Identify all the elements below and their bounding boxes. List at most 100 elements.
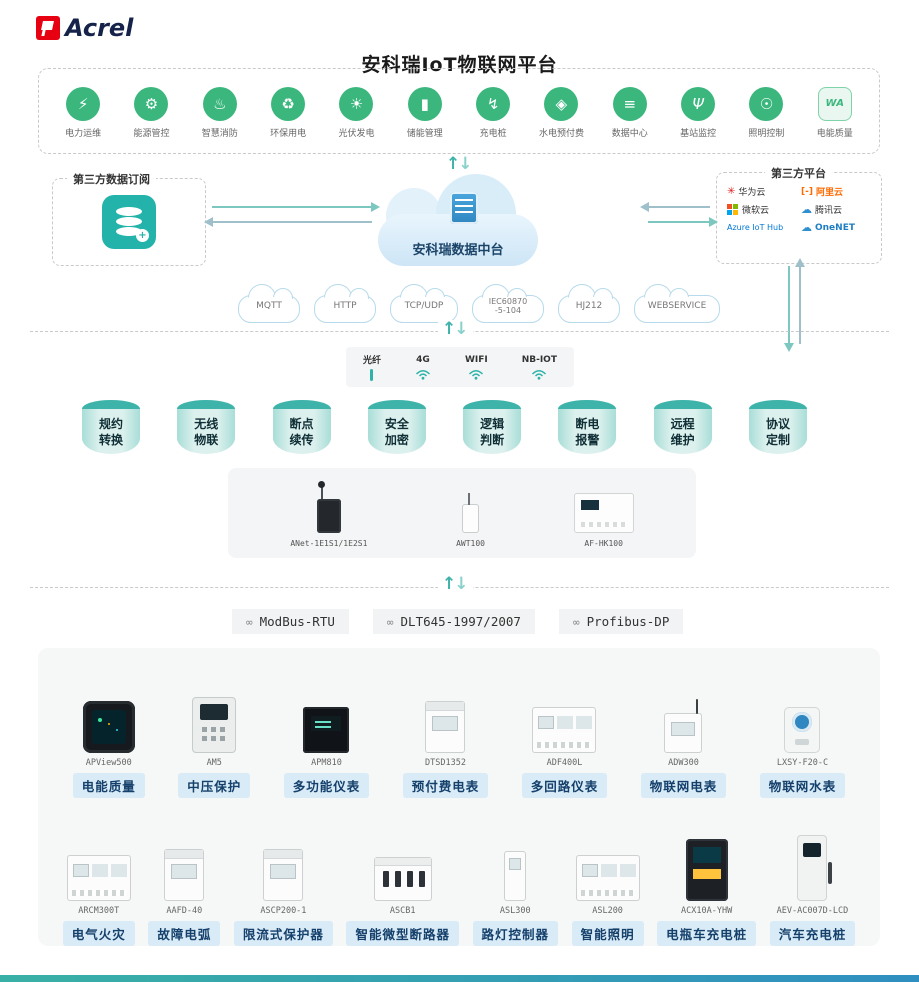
third-party-subscription-box: 第三方数据订阅 (52, 171, 206, 266)
conn-nbiot: NB-IOT (522, 355, 557, 380)
conn-wifi: WIFI (465, 355, 488, 380)
capability-custom-protocol: 协议 定制 (748, 400, 807, 456)
app-label: 能源管控 (133, 129, 170, 139)
cloud-icon: ☁ (801, 221, 812, 234)
arrow-up-icon (795, 258, 805, 344)
application-layer: ⚡电力运维 ⚙能源管控 ♨智慧消防 ♻环保用电 ☀光伏发电 ▮储能管理 ↯充电桩… (38, 68, 880, 154)
arrow-right-icon (648, 217, 718, 227)
lighting-control-icon: ☉ (749, 87, 784, 121)
gateway-anet: ANet-1E1S1/1E2S1 (290, 480, 367, 548)
capability-logic-judgment: 逻辑 判断 (463, 400, 522, 456)
app-label: 水电预付费 (538, 129, 584, 139)
category-badge: 物联网电表 (640, 773, 727, 798)
microsoft-squares-icon (727, 204, 732, 209)
device-image (192, 697, 237, 753)
category-badge: 汽车充电桩 (769, 921, 856, 946)
protocol-cloud-iec60870: IEC60870 -5-104 (472, 284, 544, 323)
category-badge: 智能微型断路器 (346, 921, 459, 946)
category-badge: 故障电弧 (148, 921, 221, 946)
arrow-left-icon (204, 217, 372, 227)
device-image (575, 855, 640, 901)
acrel-logo: Acrel (36, 14, 133, 42)
platform-logo-grid: ✳华为云 [-]阿里云 微软云 ☁腾讯云 Azure IoT Hub ☁OneN… (727, 185, 871, 234)
app-label: 基站监控 (680, 129, 717, 139)
capability-resume-transfer: 断点 续传 (272, 400, 331, 456)
device-image (784, 707, 821, 753)
category-badge: 智能照明 (571, 921, 644, 946)
arrow-down-icon (784, 266, 794, 352)
link-icon (246, 614, 253, 629)
afhk100-gateway-image (573, 492, 634, 533)
app-label: 照明控制 (748, 129, 785, 139)
app-smart-fire: ♨智慧消防 (189, 87, 251, 139)
database-subscribe-icon (102, 195, 156, 249)
device-image (82, 701, 135, 753)
huawei-cloud-logo: ✳华为云 (727, 186, 766, 198)
category-badge: 预付费电表 (402, 773, 489, 798)
cloud-icon: ☁ (801, 203, 812, 216)
capability-encryption: 安全 加密 (367, 400, 426, 456)
charging-pile-icon: ↯ (476, 87, 511, 121)
aliyun-logo: [-]阿里云 (801, 186, 843, 199)
onenet-logo: ☁OneNET (801, 221, 855, 234)
eco-electricity-icon: ♻ (271, 87, 306, 121)
updown-arrow-middle (438, 320, 473, 339)
app-water-prepay: ◈ 水电预付费 (530, 87, 592, 139)
subscription-title: 第三方数据订阅 (67, 171, 156, 187)
data-platform-cloud: 安科瑞数据中台 (378, 174, 538, 266)
protocol-pill-dlt645: DLT645-1997/2007 (372, 609, 535, 634)
category-badge: 中压保护 (178, 773, 251, 798)
app-label: 数据中心 (611, 129, 648, 139)
wifi-icon (532, 369, 547, 380)
device-image (664, 699, 703, 753)
arrow-left-icon (640, 202, 710, 212)
aliyun-bracket-icon: [-] (801, 186, 813, 197)
power-quality-icon: WA (817, 87, 852, 121)
protocol-pill-profibus: Profibus-DP (558, 609, 684, 634)
connectivity-bar: 光纤 4G WIFI NB-IOT (346, 347, 574, 387)
category-badge: 多功能仪表 (283, 773, 370, 798)
conn-fiber: 光纤 (363, 353, 381, 381)
protocol-cloud-webservice: WEBSERVICE (634, 284, 720, 323)
protocol-cloud-mqtt: MQTT (238, 284, 300, 323)
device-image (532, 707, 597, 753)
link-icon (387, 614, 394, 629)
app-energy-storage: ▮储能管理 (394, 87, 456, 139)
device-image (303, 707, 350, 753)
solar-pv-icon: ☀ (339, 87, 374, 121)
app-charging-pile: ↯ 充电桩 (462, 87, 524, 139)
database-icon (116, 207, 142, 237)
microsoft-cloud-logo: 微软云 (727, 203, 797, 216)
wifi-icon (415, 369, 430, 380)
app-lighting-control: ☉ 照明控制 (735, 87, 797, 139)
device-image (66, 855, 131, 901)
water-prepay-icon: ◈ (544, 87, 579, 121)
energy-control-icon: ⚙ (134, 87, 169, 121)
app-label: 光伏发电 (338, 129, 375, 139)
app-label: 电力运维 (65, 129, 102, 139)
wifi-icon (469, 369, 484, 380)
app-energy-control: ⚙ 能源管控 (120, 87, 182, 139)
app-label: 充电桩 (479, 129, 507, 139)
capability-row: 规约 转换 无线 物联 断点 续传 安全 加密 逻辑 判断 断电 报警 远程 维… (82, 400, 807, 456)
power-maintenance-icon: ⚡ (66, 87, 101, 121)
device-image (685, 839, 728, 901)
capability-remote-maintenance: 远程 维护 (653, 400, 712, 456)
awt100-gateway-image (462, 492, 480, 533)
smart-fire-icon: ♨ (202, 87, 237, 121)
